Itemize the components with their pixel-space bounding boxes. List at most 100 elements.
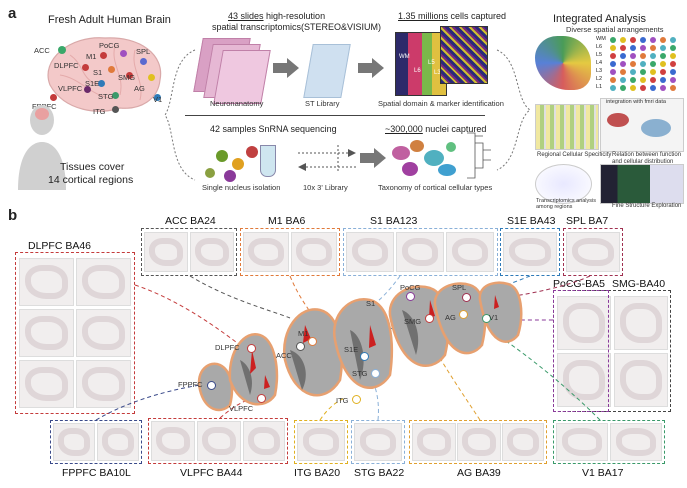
slab-label-pocg: PoCG	[400, 283, 421, 292]
stg-dot	[112, 92, 119, 99]
box-s1e	[500, 228, 560, 276]
layer-dot	[620, 45, 626, 51]
fppfc-dot	[50, 94, 57, 101]
layer-dot	[670, 61, 676, 67]
label-vlpfc: VLPFC BA44	[180, 467, 243, 479]
transcriptomics-network-image	[535, 164, 592, 204]
sn-line: 42 samples SnRNA sequencing	[210, 124, 337, 134]
m1-dot	[100, 52, 107, 59]
slide-stack-3	[213, 50, 271, 104]
lib10x-label: 10x 3' Library	[303, 183, 348, 192]
layer-dot	[640, 85, 646, 91]
layer-dot	[670, 37, 676, 43]
marker-smg	[425, 314, 434, 323]
layer-dot	[610, 85, 616, 91]
marker-v1	[482, 314, 491, 323]
marker-itg	[352, 395, 361, 404]
slab-label-dlpfc: DLPFC	[215, 343, 240, 352]
region-label-smg: SMG	[118, 73, 136, 82]
slab-label-smg: SMG	[404, 317, 422, 326]
layer-label: L2	[596, 76, 603, 82]
brain-title: Fresh Adult Human Brain	[48, 14, 171, 26]
nuclei-title: ~300,000 nuclei captured	[385, 125, 486, 134]
divider-a	[185, 115, 485, 116]
s1e-dot	[98, 80, 105, 87]
marker-vlpfc	[257, 394, 266, 403]
region-label-dlpfc: DLPFC	[54, 61, 79, 70]
slab-label-v1: V1	[489, 313, 499, 322]
label-stg: STG BA22	[354, 467, 405, 479]
box-spl	[563, 228, 623, 276]
label-itg: ITG BA20	[294, 467, 341, 479]
taxonomy-label: Taxonomy of cortical cellular types	[378, 183, 493, 192]
slab-label-ag: AG	[445, 313, 456, 322]
region-label-pocg: PoCG	[99, 41, 120, 50]
nuclei-rest: nuclei captured	[422, 124, 487, 134]
region-label-itg: ITG	[93, 107, 106, 116]
smg-dot	[126, 72, 133, 79]
regional-specificity-heatmap	[535, 104, 599, 150]
spatial-arrangement-image	[535, 36, 591, 90]
layer-dot	[660, 85, 666, 91]
box-s1	[343, 228, 498, 276]
marker-spl	[462, 293, 471, 302]
layer-dot	[630, 37, 636, 43]
layer-label: L1	[596, 84, 603, 90]
layer-dot	[620, 69, 626, 75]
region-label-s1: S1	[93, 68, 103, 77]
single-label: Single nucleus isolation	[202, 183, 281, 192]
layer-dot	[620, 37, 626, 43]
slab-label-spl: SPL	[452, 283, 467, 292]
l3-label: L3	[434, 70, 441, 76]
layer-dot	[640, 53, 646, 59]
st-title-line2: spatial transcriptomics(STEREO&VISIUM)	[212, 22, 382, 32]
domain-label: Spatial domain & marker identification	[378, 99, 504, 108]
layer-dot	[630, 53, 636, 59]
branch-bracket	[164, 49, 196, 181]
marker-stg	[371, 369, 380, 378]
box-acc	[141, 228, 237, 276]
ag-dot	[148, 74, 155, 81]
wm-label: WM	[399, 54, 410, 60]
layer-dot	[660, 45, 666, 51]
layer-label: L6	[596, 44, 603, 50]
layer-dot	[650, 85, 656, 91]
fmri-integration-image	[600, 98, 684, 152]
marker-s1e	[360, 352, 369, 361]
slab-label-itg: ITG	[336, 396, 349, 405]
tissues-line2: 14 cortical regions	[48, 174, 134, 186]
slab-label-s1: S1	[366, 299, 376, 308]
slab-label-fppfc: FPPFC	[178, 380, 203, 389]
layer-dot	[640, 45, 646, 51]
tube-icon	[260, 145, 276, 177]
integration-label: integration with fmri data	[606, 99, 666, 105]
slab-label-vlpfc: VLPFC	[229, 404, 254, 413]
integrated-sub: Diverse spatial arrangements	[566, 25, 664, 34]
cell-icon-5	[205, 168, 215, 178]
marker-pocg	[406, 292, 415, 301]
marker-dlpfc	[247, 344, 256, 353]
label-m1: M1 BA6	[268, 215, 306, 227]
box-ag	[409, 420, 547, 464]
l5-label: L5	[428, 60, 435, 66]
layer-dot	[610, 69, 616, 75]
arrow-icon-1	[273, 58, 299, 78]
arrow-icon-2	[358, 58, 384, 78]
l6-label: L6	[414, 68, 421, 74]
neuro-label: Neuronanatomy	[210, 99, 264, 108]
layer-dot	[660, 77, 666, 83]
layer-dot	[650, 53, 656, 59]
layer-dot	[610, 77, 616, 83]
label-s1: S1 BA123	[370, 215, 418, 227]
region-label-vlpfc: VLPFC	[58, 84, 83, 93]
pocg-dot	[120, 50, 127, 57]
transcriptomics-label: Transcriptomics analysis among regions	[536, 198, 597, 211]
layer-dot	[620, 85, 626, 91]
region-label-s1e: S1E	[85, 79, 100, 88]
layer-dot	[630, 77, 636, 83]
box-m1	[240, 228, 340, 276]
st-lib-label: ST Library	[305, 99, 340, 108]
brain-slab-series	[197, 281, 523, 412]
vlpfc-dot	[84, 86, 91, 93]
